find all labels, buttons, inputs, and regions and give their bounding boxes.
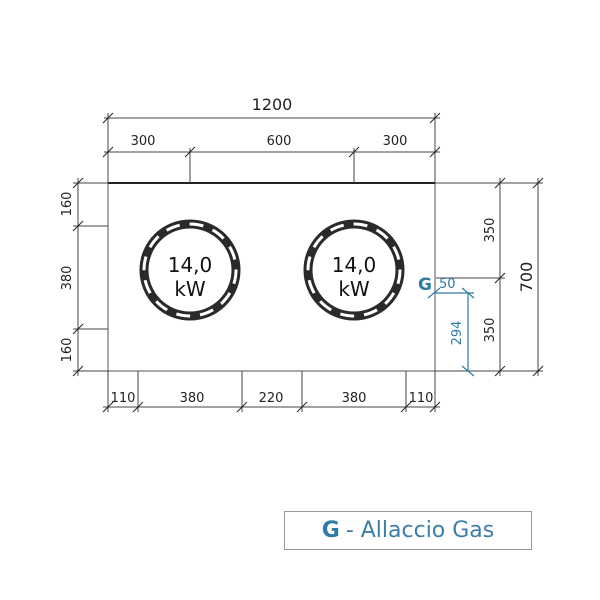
- dimension-lines: [72, 112, 544, 413]
- dimension-tick: [429, 401, 441, 413]
- dim-left: 160: [60, 338, 75, 363]
- dimension-tick: [532, 365, 544, 377]
- dimension-tick: [494, 177, 506, 189]
- burner-flame-slots: [142, 222, 238, 318]
- dimension-tick: [132, 401, 144, 413]
- dim-total-width: 1200: [252, 95, 293, 114]
- dim-bottom: 220: [259, 391, 284, 406]
- dimension-tick: [296, 401, 308, 413]
- hob-outline: [107, 182, 436, 372]
- dim-bottom: 380: [342, 391, 367, 406]
- burner-power: 14,0: [332, 253, 377, 277]
- legend-marker: G: [321, 518, 340, 543]
- gas-offset-x: 50: [439, 277, 456, 292]
- dim-right: 350: [483, 218, 498, 243]
- dim-top: 300: [131, 134, 156, 149]
- dim-bottom: 380: [180, 391, 205, 406]
- dim-total-depth: 700: [517, 262, 536, 293]
- dimension-tick: [429, 112, 441, 124]
- gas-connection: [427, 287, 475, 377]
- burner-power: 14,0: [168, 253, 213, 277]
- dimension-tick: [72, 177, 84, 189]
- dim-left: 160: [60, 192, 75, 217]
- dim-right: 350: [483, 318, 498, 343]
- dimension-tick: [184, 146, 196, 158]
- dimension-tick: [72, 365, 84, 377]
- dimension-tick: [494, 272, 506, 284]
- legend-label: - Allaccio Gas: [345, 518, 495, 543]
- burner-left: 14,0 kW: [139, 219, 241, 321]
- dimension-tick: [400, 401, 412, 413]
- burner-unit: kW: [338, 277, 370, 301]
- dim-bottom: 110: [111, 391, 136, 406]
- dimension-tick: [72, 323, 84, 335]
- dim-top: 300: [383, 134, 408, 149]
- dimension-tick: [102, 401, 114, 413]
- dimension-tick: [102, 112, 114, 124]
- dim-top: 600: [267, 134, 292, 149]
- dimension-tick: [429, 146, 441, 158]
- dimension-tick: [236, 401, 248, 413]
- gas-marker: G: [418, 275, 432, 295]
- dimension-tick: [532, 177, 544, 189]
- burner-flame-slots: [306, 222, 402, 318]
- dimension-tick: [72, 220, 84, 232]
- dim-left: 380: [60, 266, 75, 291]
- legend-box: G - Allaccio Gas: [284, 511, 532, 550]
- burner-unit: kW: [174, 277, 206, 301]
- burner-right: 14,0 kW: [303, 219, 405, 321]
- gas-offset-y: 294: [450, 321, 465, 346]
- dimension-tick: [102, 146, 114, 158]
- dimension-tick: [494, 365, 506, 377]
- dimension-tick: [348, 146, 360, 158]
- dim-bottom: 110: [409, 391, 434, 406]
